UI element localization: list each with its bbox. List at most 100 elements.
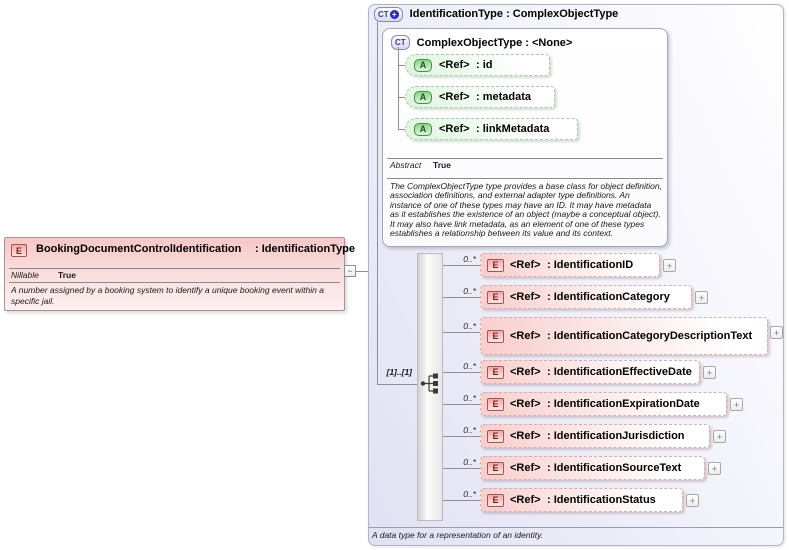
- complex-type-badge: CT+: [374, 7, 403, 22]
- connector: [443, 332, 480, 333]
- connector: [443, 297, 480, 298]
- expand-button[interactable]: +: [708, 462, 721, 475]
- element-name: : IdentificationEffectiveDate: [547, 366, 692, 378]
- element-node-type: : IdentificationType: [255, 243, 356, 255]
- ref-label: <Ref>: [510, 330, 541, 342]
- element-annotation: A number assigned by a booking system to…: [11, 285, 324, 306]
- ct-badge-label: CT: [378, 10, 389, 19]
- divider: [369, 527, 783, 528]
- group-cardinality-label: [1]..[1]: [386, 367, 413, 377]
- expand-button[interactable]: +: [663, 259, 676, 272]
- connector: [443, 468, 480, 469]
- divider: [9, 268, 340, 269]
- element-badge: E: [487, 290, 504, 304]
- attribute-badge: A: [414, 58, 432, 72]
- connector: [443, 372, 480, 373]
- ref-label: <Ref>: [510, 462, 541, 474]
- element-badge: E: [487, 493, 504, 507]
- expand-button[interactable]: +: [686, 494, 699, 507]
- cardinality-label: 0..*: [463, 286, 476, 296]
- connector: [443, 436, 480, 437]
- cardinality-label: 0..*: [463, 489, 476, 499]
- connector: [398, 47, 399, 129]
- ref-label: <Ref>: [510, 494, 541, 506]
- connector: [443, 404, 480, 405]
- cardinality-label: 0..*: [463, 321, 476, 331]
- ref-label: <Ref>: [510, 430, 541, 442]
- attribute-badge: A: [414, 90, 432, 104]
- element-name: : IdentificationJurisdiction: [547, 430, 685, 442]
- element-node-bookingdocumentcontrolidentification[interactable]: E BookingDocumentControlIdentification :…: [4, 237, 355, 311]
- element-badge: E: [487, 461, 504, 475]
- element-ref-identificationsourcetext[interactable]: E <Ref> : IdentificationSourceText: [480, 456, 705, 480]
- plus-icon: +: [389, 10, 399, 19]
- nillable-label: Nillable: [11, 270, 39, 280]
- expand-button[interactable]: +: [695, 291, 708, 304]
- ref-label: <Ref>: [439, 91, 470, 103]
- ref-label: <Ref>: [510, 291, 541, 303]
- element-name: : IdentificationCategoryDescriptionText: [547, 330, 753, 342]
- abstract-value: True: [433, 160, 451, 170]
- element-ref-identificationjurisdiction[interactable]: E <Ref> : IdentificationJurisdiction: [480, 424, 710, 448]
- element-badge: E: [11, 244, 27, 257]
- element-node-name: BookingDocumentControlIdentification: [36, 243, 242, 255]
- divider: [387, 178, 663, 179]
- base-type-annotation: The ComplexObjectType type provides a ba…: [390, 181, 662, 239]
- divider: [9, 282, 340, 283]
- expand-button[interactable]: +: [713, 430, 726, 443]
- element-name: : IdentificationStatus: [547, 494, 656, 506]
- element-ref-identificationcategory[interactable]: E <Ref> : IdentificationCategory: [480, 285, 692, 309]
- expand-button[interactable]: +: [770, 326, 783, 339]
- attribute-badge: A: [414, 122, 432, 136]
- element-badge: E: [487, 329, 504, 343]
- complex-type-title: IdentificationType : ComplexObjectType: [409, 8, 619, 20]
- expand-button[interactable]: +: [730, 398, 743, 411]
- element-name: : IdentificationCategory: [547, 291, 670, 303]
- connector: [377, 22, 378, 384]
- cardinality-label: 0..*: [463, 254, 476, 264]
- element-ref-identificationeffectivedate[interactable]: E <Ref> : IdentificationEffectiveDate: [480, 360, 700, 384]
- complex-type-badge: CT: [391, 35, 410, 50]
- element-name: : IdentificationID: [547, 259, 634, 271]
- sequence-icon[interactable]: [420, 372, 441, 395]
- ref-label: <Ref>: [439, 59, 470, 71]
- element-name: : IdentificationExpirationDate: [547, 398, 700, 410]
- connector: [443, 265, 480, 266]
- sequence-group-bar[interactable]: [417, 253, 443, 521]
- attribute-name: : metadata: [476, 91, 532, 103]
- element-badge: E: [487, 365, 504, 379]
- complex-type-header[interactable]: CT+ IdentificationType : ComplexObjectTy…: [374, 7, 618, 22]
- element-ref-identificationexpirationdate[interactable]: E <Ref> : IdentificationExpirationDate: [480, 392, 727, 416]
- element-ref-identificationid[interactable]: E <Ref> : IdentificationID: [480, 253, 660, 277]
- panel-annotation: A data type for a representation of an i…: [372, 530, 544, 540]
- base-type-title: ComplexObjectType : <None>: [416, 36, 573, 49]
- nillable-value: True: [58, 270, 76, 280]
- element-ref-identificationstatus[interactable]: E <Ref> : IdentificationStatus: [480, 488, 683, 512]
- cardinality-label: 0..*: [463, 393, 476, 403]
- element-badge: E: [487, 397, 504, 411]
- attribute-ref-metadata[interactable]: A <Ref> : metadata: [405, 86, 555, 108]
- attribute-name: : id: [476, 59, 493, 71]
- connector: [443, 500, 480, 501]
- cardinality-label: 0..*: [463, 457, 476, 467]
- connector: [398, 97, 405, 98]
- connector: [345, 271, 368, 272]
- expand-button[interactable]: +: [703, 366, 716, 379]
- divider: [387, 158, 663, 159]
- abstract-label: Abstract: [390, 160, 422, 170]
- ref-label: <Ref>: [510, 259, 541, 271]
- element-node-header: E BookingDocumentControlIdentification :…: [11, 243, 355, 257]
- cardinality-label: 0..*: [463, 425, 476, 435]
- connector: [398, 65, 405, 66]
- attribute-ref-id[interactable]: A <Ref> : id: [405, 54, 550, 76]
- element-ref-identificationcategorydescriptiontext[interactable]: E <Ref> : IdentificationCategoryDescript…: [480, 317, 768, 355]
- ref-label: <Ref>: [510, 366, 541, 378]
- attribute-ref-linkmetadata[interactable]: A <Ref> : linkMetadata: [405, 118, 578, 140]
- collapse-button[interactable]: −: [344, 265, 356, 277]
- connector: [398, 129, 405, 130]
- element-badge: E: [487, 258, 504, 272]
- element-badge: E: [487, 429, 504, 443]
- cardinality-label: 0..*: [463, 361, 476, 371]
- element-name: : IdentificationSourceText: [547, 462, 682, 474]
